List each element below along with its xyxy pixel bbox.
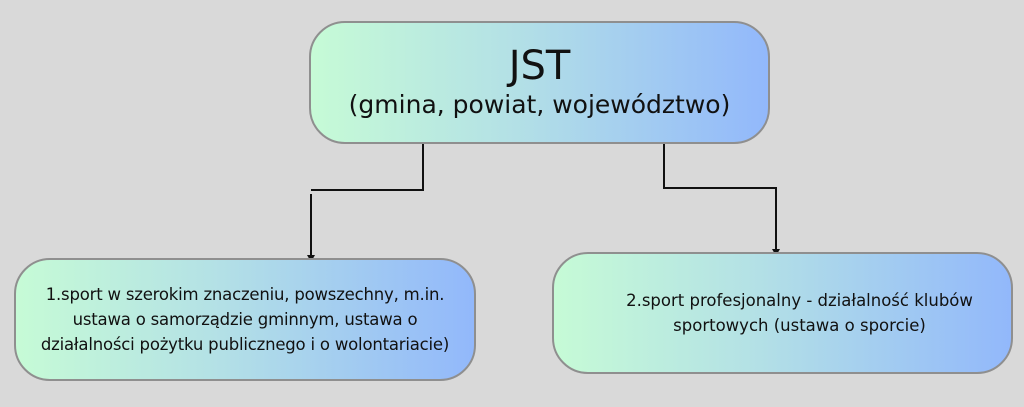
node-text-line: 2.sport profesjonalny - działalność klub… [626, 291, 973, 310]
node-text-line: ustawa o samorządzie gminnym, ustawa o [72, 310, 418, 329]
node-text-line: działalności pożytku publicznego i o wol… [40, 335, 450, 354]
connector-left [311, 143, 424, 191]
node-text-line: sportowych (ustawa o sporcie) [673, 316, 926, 335]
root-title: JST [508, 42, 571, 89]
connector-right [663, 143, 777, 250]
root-subtitle: (gmina, powiat, województwo) [348, 89, 731, 119]
node-general-sport: 1.sport w szerokim znaczeniu, powszechny… [14, 258, 476, 381]
root-node-jst: JST (gmina, powiat, województwo) [309, 21, 770, 144]
node-professional-sport: 2.sport profesjonalny - działalność klub… [552, 252, 1013, 374]
node-text-line: 1.sport w szerokim znaczeniu, powszechny… [45, 285, 445, 304]
